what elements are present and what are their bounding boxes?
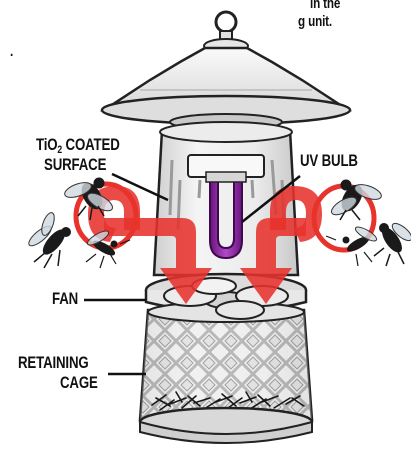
label-tio2-coated: TiO2 COATED [36, 136, 120, 156]
label-surface: SURFACE [44, 156, 106, 175]
label-uv-bulb: UV BULB [300, 152, 358, 171]
label-cage: CAGE [60, 374, 98, 393]
label-tio2-suffix: COATED [62, 135, 120, 154]
roof-icon [102, 48, 350, 130]
insect-right-icon [326, 180, 411, 266]
label-tio2-prefix: TiO [36, 135, 57, 154]
label-fan: FAN [52, 290, 78, 309]
retaining-cage-icon [140, 302, 312, 443]
label-retaining: RETAINING [18, 354, 89, 373]
